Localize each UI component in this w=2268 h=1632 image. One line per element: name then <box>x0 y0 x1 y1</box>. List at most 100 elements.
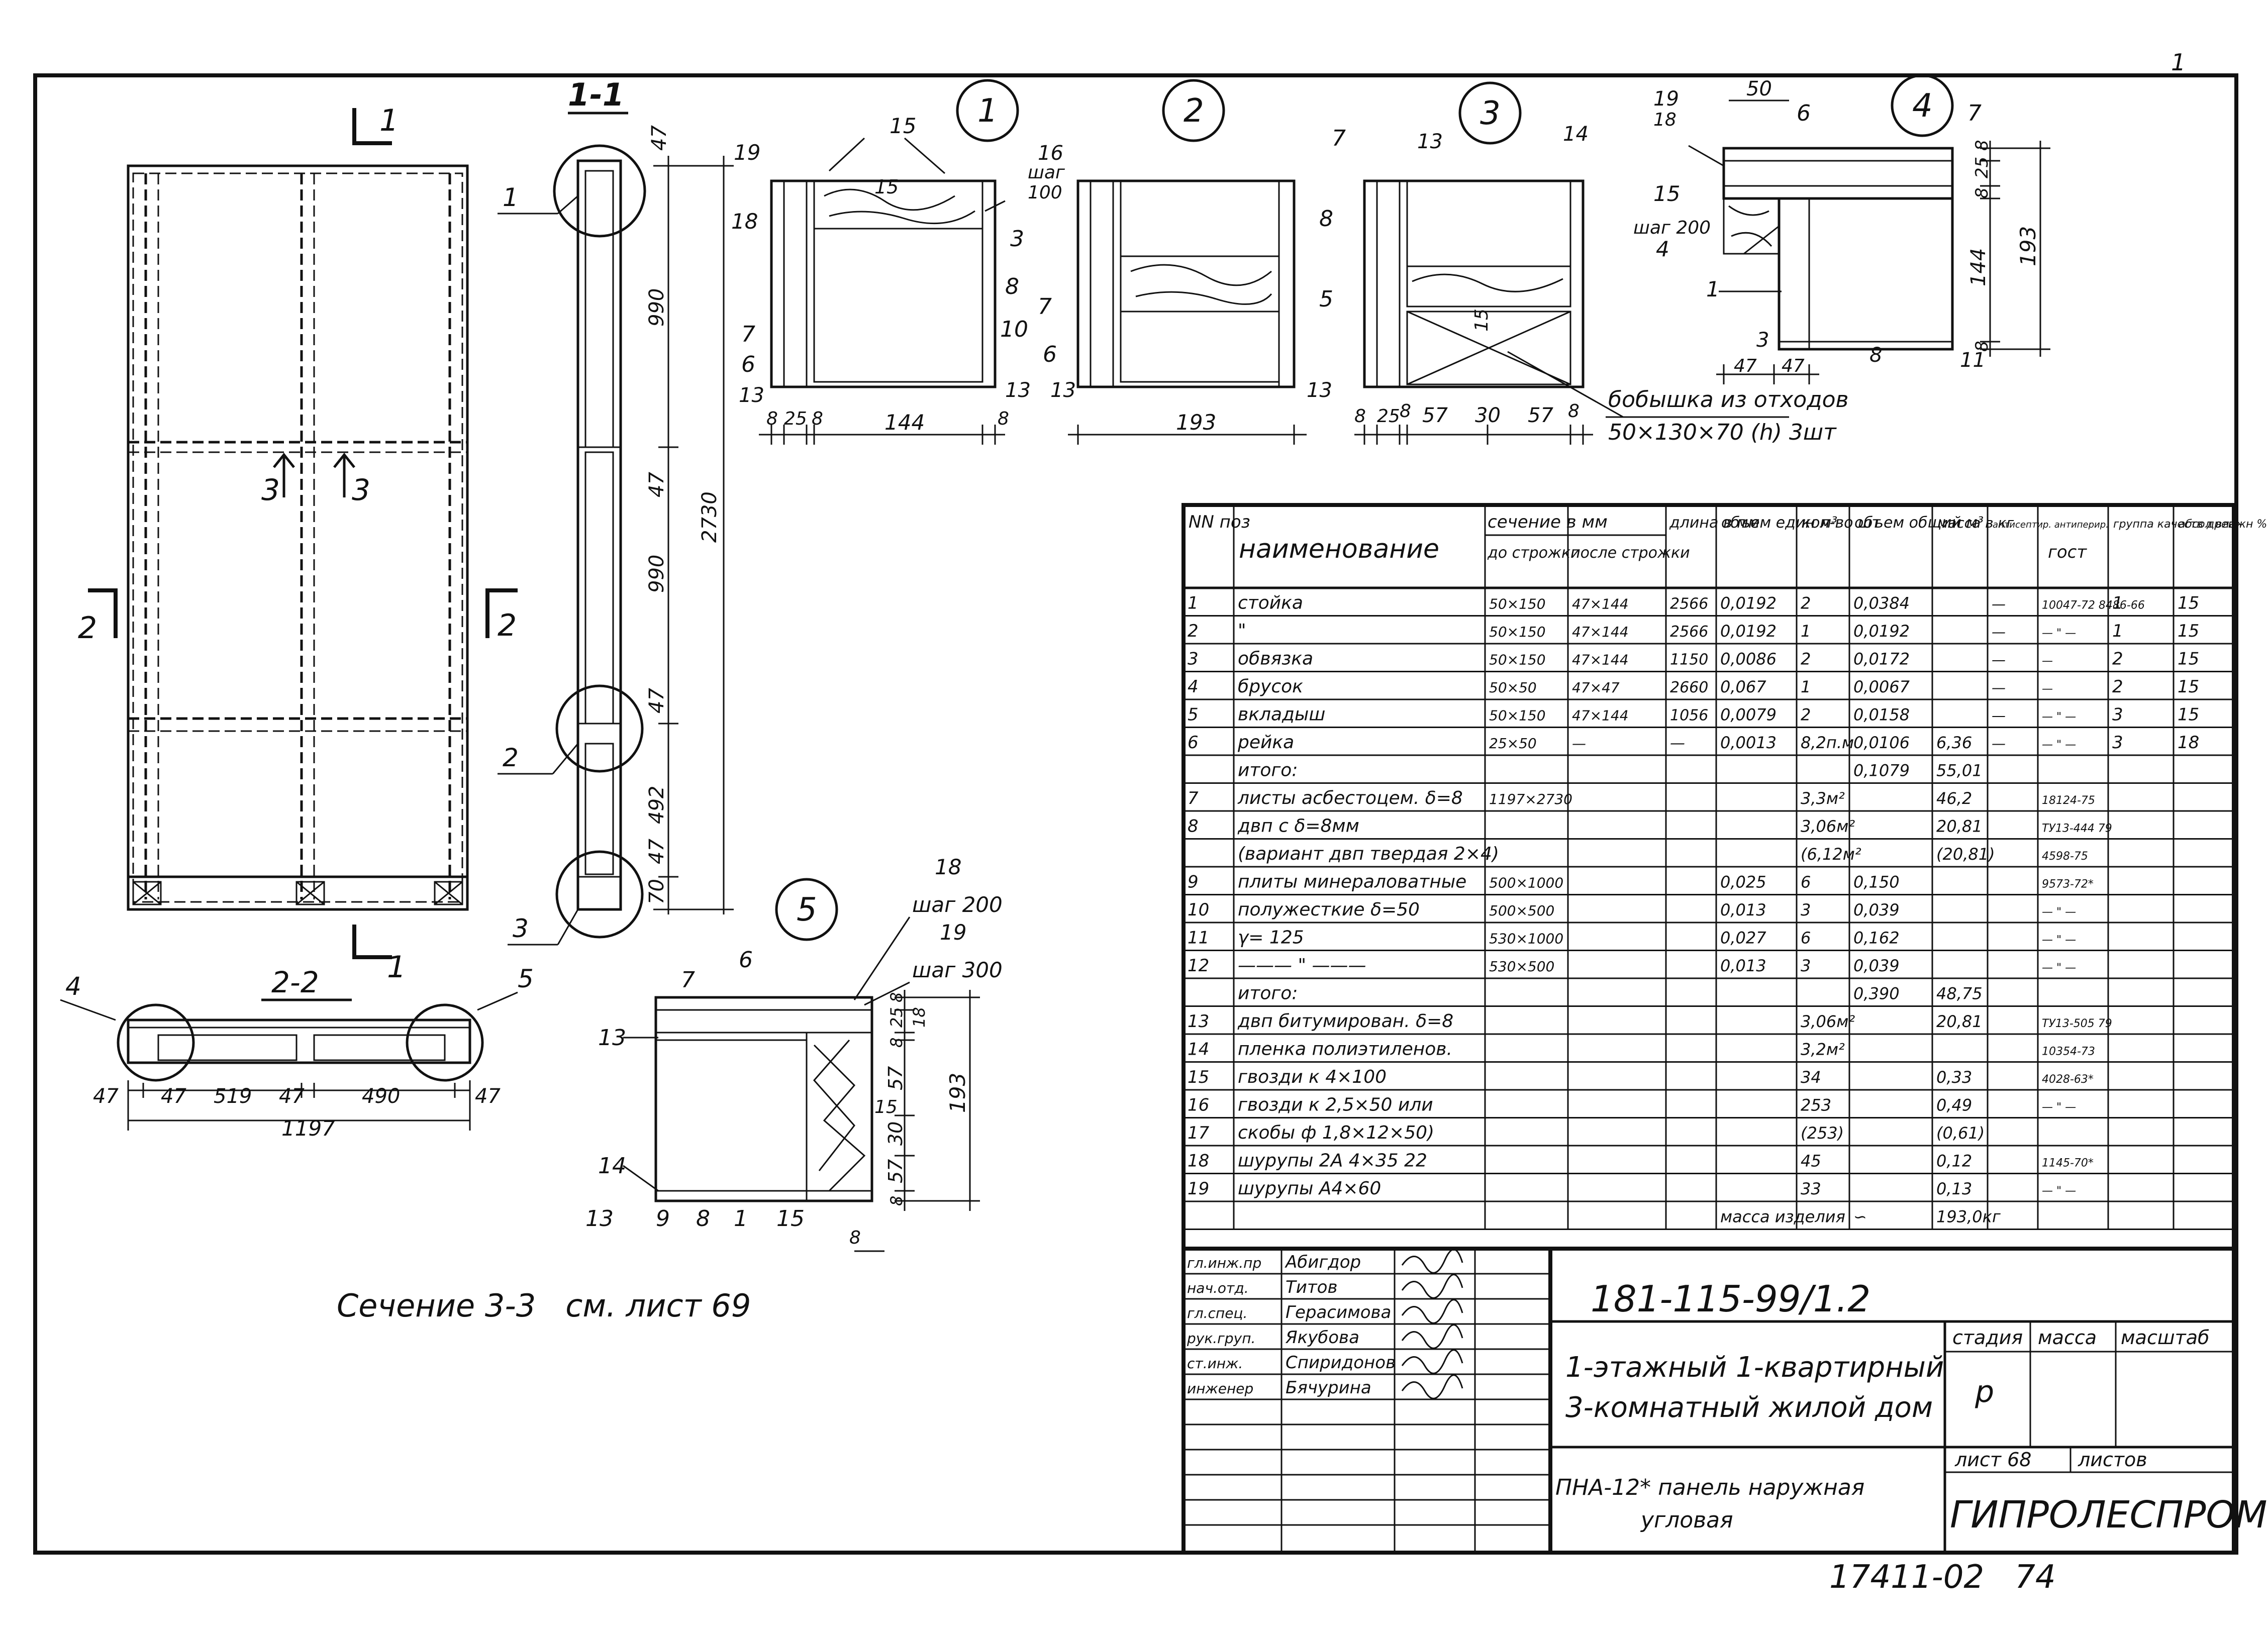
svg-text:8: 8 <box>887 992 906 1002</box>
svg-text:70: 70 <box>645 879 668 904</box>
spec-cell: 12 <box>1188 956 1209 976</box>
spec-cell: 0,13 <box>1936 1179 1972 1198</box>
svg-text:47: 47 <box>93 1085 119 1108</box>
spec-cell: — <box>1992 596 2006 613</box>
spec-cell: — " — <box>2042 627 2076 640</box>
spec-cell: 3,3м² <box>1801 789 1845 808</box>
svg-text:47: 47 <box>161 1085 186 1108</box>
svg-text:1-1: 1-1 <box>568 76 624 113</box>
svg-text:8: 8 <box>998 409 1009 429</box>
spec-cell: гвозди к 2,5×50 или <box>1238 1095 1433 1115</box>
svg-text:4: 4 <box>65 972 81 1001</box>
spec-cell: 500×500 <box>1489 902 1554 919</box>
spec-cell: 17 <box>1188 1123 1210 1143</box>
spec-cell: 47×47 <box>1572 679 1620 696</box>
svg-text:25: 25 <box>887 1007 906 1028</box>
spec-cell: 14 <box>1188 1040 1209 1060</box>
svg-text:абсол влажн %: абсол влажн % <box>2179 518 2267 531</box>
svg-text:25: 25 <box>1377 406 1400 427</box>
spec-cell: итого: <box>1238 983 1298 1004</box>
spec-cell: 2 <box>1801 705 1811 725</box>
svg-text:ГИПРОЛЕСПРОМ: ГИПРОЛЕСПРОМ <box>1950 1493 2267 1537</box>
spec-cell: 0,0086 <box>1720 650 1777 669</box>
spec-cell: γ= 125 <box>1238 928 1304 948</box>
svg-text:100: 100 <box>1028 182 1062 203</box>
svg-text:144: 144 <box>884 410 925 435</box>
detail-1: 1 19 15 16 шаг 100 18 3 8 7 10 6 13 13 1… <box>731 79 1065 445</box>
spec-cell: 3 <box>2112 705 2123 725</box>
svg-text:8: 8 <box>696 1206 710 1232</box>
signature <box>1401 1249 1463 1274</box>
spec-cell: 15 <box>2178 705 2199 725</box>
svg-text:8: 8 <box>1972 341 1992 352</box>
svg-text:8: 8 <box>1972 187 1992 198</box>
svg-text:4: 4 <box>1912 87 1933 125</box>
svg-text:объем общий м³: объем общий м³ <box>1854 514 1984 532</box>
svg-text:47: 47 <box>645 688 668 713</box>
spec-cell: — <box>1992 735 2006 752</box>
spec-cell: 18 <box>2178 733 2199 753</box>
title-role: гл.спец. <box>1187 1305 1247 1321</box>
title-role: рук.груп. <box>1187 1330 1255 1347</box>
svg-text:50: 50 <box>1746 77 1772 100</box>
svg-text:11: 11 <box>1960 349 1986 372</box>
spec-cell: 10047-72 8486-66 <box>2042 599 2145 612</box>
svg-text:6: 6 <box>1043 342 1057 367</box>
signature <box>1401 1324 1463 1349</box>
svg-text:7: 7 <box>681 967 695 993</box>
spec-cell: 1150 <box>1670 651 1708 669</box>
svg-text:шаг 200: шаг 200 <box>912 892 1003 917</box>
svg-text:2: 2 <box>503 743 519 772</box>
svg-text:47: 47 <box>475 1085 501 1108</box>
svg-text:15: 15 <box>1471 309 1492 332</box>
spec-cell: 33 <box>1801 1179 1821 1198</box>
spec-cell: 47×144 <box>1572 707 1629 724</box>
signature <box>1401 1349 1463 1374</box>
spec-cell: — <box>1670 735 1685 752</box>
svg-text:19: 19 <box>1653 87 1679 111</box>
detail-5: 5 18 шаг 200 19 шаг 300 7 6 13 14 13 9 8… <box>585 855 1003 1252</box>
detail-2: 2 8 7 5 6 13 13 193 <box>1038 79 1333 445</box>
svg-text:14: 14 <box>598 1153 626 1179</box>
cut-mark-2-left: 2 <box>78 588 118 646</box>
spec-cell: ∽ <box>1853 1207 1867 1227</box>
spec-cell: 19 <box>1188 1179 1209 1199</box>
svg-text:до строжки: до строжки <box>1487 544 1581 562</box>
spec-cell: 1 <box>1801 622 1811 641</box>
spec-cell: 6 <box>1801 873 1811 892</box>
panel-elevation <box>127 164 469 911</box>
svg-text:19: 19 <box>940 920 966 945</box>
spec-cell: (вариант двп твердая 2×4) <box>1238 844 1499 864</box>
spec-cell: 2 <box>2112 677 2123 697</box>
spec-cell: 3,2м² <box>1801 1040 1845 1059</box>
svg-text:57: 57 <box>884 1159 907 1183</box>
title-name: Спиридонов <box>1286 1353 1396 1373</box>
spec-cell: 8 <box>1188 817 1199 837</box>
title-name: Титов <box>1286 1277 1338 1297</box>
spec-cell: 2 <box>1801 650 1811 669</box>
svg-text:1: 1 <box>734 1206 748 1232</box>
spec-cell: 2 <box>1801 594 1811 613</box>
spec-cell: 1197×2730 <box>1489 791 1572 807</box>
spec-cell: 1 <box>2112 593 2123 614</box>
spec-cell: 10 <box>1188 900 1209 920</box>
spec-cell: 8,2п.м <box>1801 733 1854 752</box>
svg-text:8: 8 <box>1972 140 1992 151</box>
spec-cell: 0,0079 <box>1720 705 1777 725</box>
svg-text:990: 990 <box>645 555 668 593</box>
svg-text:6: 6 <box>741 352 755 377</box>
spec-cell: — " — <box>2042 934 2076 947</box>
spec-cell: 46,2 <box>1936 789 1972 808</box>
svg-text:после строжки: после строжки <box>1570 544 1690 562</box>
cut-mark-1-top: 1 <box>352 103 399 145</box>
svg-text:антисептир. антиперир.: антисептир. антиперир. <box>1993 520 2109 530</box>
spec-cell: 0,162 <box>1853 929 1900 948</box>
spec-cell: — <box>1992 624 2006 640</box>
spec-cell: 47×144 <box>1572 596 1629 613</box>
spec-cell: 6 <box>1188 733 1199 753</box>
svg-text:8: 8 <box>887 1196 906 1206</box>
svg-text:193: 193 <box>945 1073 970 1113</box>
svg-text:6: 6 <box>739 947 753 973</box>
corner-number: 1 <box>2171 49 2186 76</box>
